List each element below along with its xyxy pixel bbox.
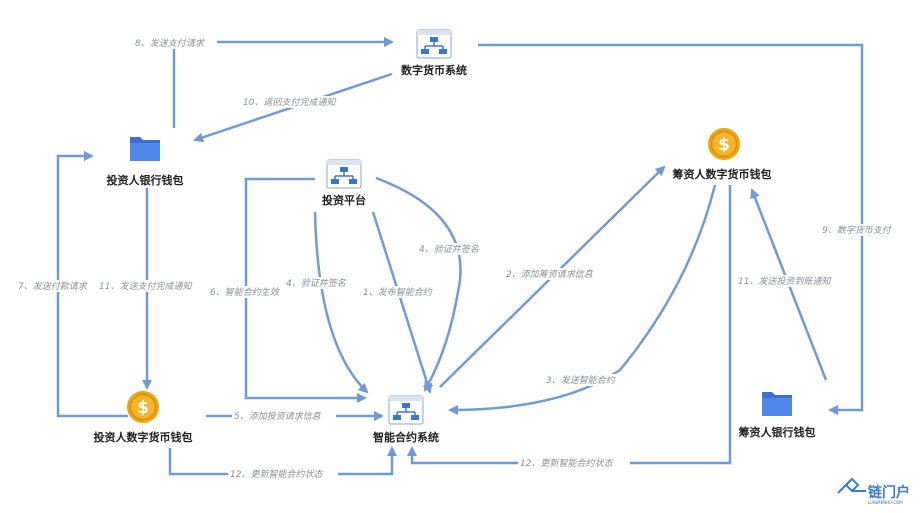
- edge-labels: 8、发送支付请求 10、返回支付完成通知 9、数字货币支付 6、智能合约生效 4…: [18, 38, 892, 480]
- edge-12b-label: 12、更新智能合约状态: [520, 458, 614, 469]
- node-investor-bank-wallet[interactable]: 投资人银行钱包: [107, 137, 184, 187]
- edge-8-label: 8、发送支付请求: [135, 38, 205, 49]
- node-label: 投资平台: [322, 193, 366, 207]
- node-label: 筹资人数字货币钱包: [673, 167, 772, 181]
- node-investor-digital-wallet[interactable]: 投资人数字货币钱包: [94, 390, 193, 444]
- network-system-icon: [326, 159, 362, 189]
- edge-1-label: 1、发布智能合约: [363, 287, 433, 298]
- edge-4a-label: 4、验证并签名: [286, 278, 347, 289]
- folder-icon: [130, 137, 160, 161]
- node-digital-currency-system[interactable]: 数字货币系统: [401, 29, 467, 77]
- edge-11b-label: 11、发送支付完成通知: [99, 281, 192, 292]
- node-label: 投资人银行钱包: [107, 173, 184, 187]
- edge-7-label: 7、发送付款请求: [18, 281, 88, 292]
- node-investment-platform[interactable]: 投资平台: [322, 159, 366, 207]
- network-system-icon: [416, 29, 452, 59]
- dollar-coin-icon: [126, 390, 160, 424]
- edge-1: [371, 211, 433, 394]
- node-label: 投资人数字货币钱包: [94, 430, 193, 444]
- node-label: 筹资人银行钱包: [739, 425, 816, 439]
- watermark-text: 链门户: [868, 484, 910, 501]
- watermark-subtext: LIANMENHU.COM: [868, 500, 903, 505]
- edge-5-label: 5、添加投资请求信息: [234, 411, 321, 422]
- node-smart-contract-system[interactable]: 智能合约系统: [373, 395, 439, 444]
- node-label: 数字货币系统: [401, 63, 467, 77]
- node-fundraiser-digital-wallet[interactable]: 筹资人数字货币钱包: [673, 127, 772, 181]
- watermark: 链门户 LIANMENHU.COM: [837, 477, 910, 505]
- edge-6-label: 6、智能合约生效: [210, 287, 281, 298]
- edge-3: [448, 184, 717, 415]
- edge-4a: [313, 211, 369, 394]
- edge-9-label: 9、数字货币支付: [822, 225, 892, 236]
- edge-4b: [375, 176, 462, 392]
- edge-10-label: 10、返回支付完成通知: [243, 97, 336, 108]
- folder-icon: [762, 392, 792, 416]
- node-fundraiser-bank-wallet[interactable]: 筹资人银行钱包: [739, 392, 816, 439]
- edge-11a-label: 11、发送投资到账通知: [738, 276, 831, 287]
- edge-2-label: 2、添加筹资请求信息: [506, 269, 593, 280]
- edges: [56, 37, 864, 476]
- edge-3-label: 3、发送智能合约: [546, 375, 616, 386]
- network-system-icon: [388, 395, 424, 425]
- edge-label-backgrounds: [16, 37, 906, 480]
- edge-12b: [407, 185, 732, 465]
- node-label: 智能合约系统: [373, 430, 439, 444]
- watermark-logo-icon: [837, 477, 866, 494]
- edge-9: [478, 43, 864, 415]
- dollar-coin-icon: [707, 127, 741, 161]
- edge-4b-label: 4、验证并签名: [419, 244, 480, 255]
- edge-12a-label: 12、更新智能合约状态: [230, 469, 324, 480]
